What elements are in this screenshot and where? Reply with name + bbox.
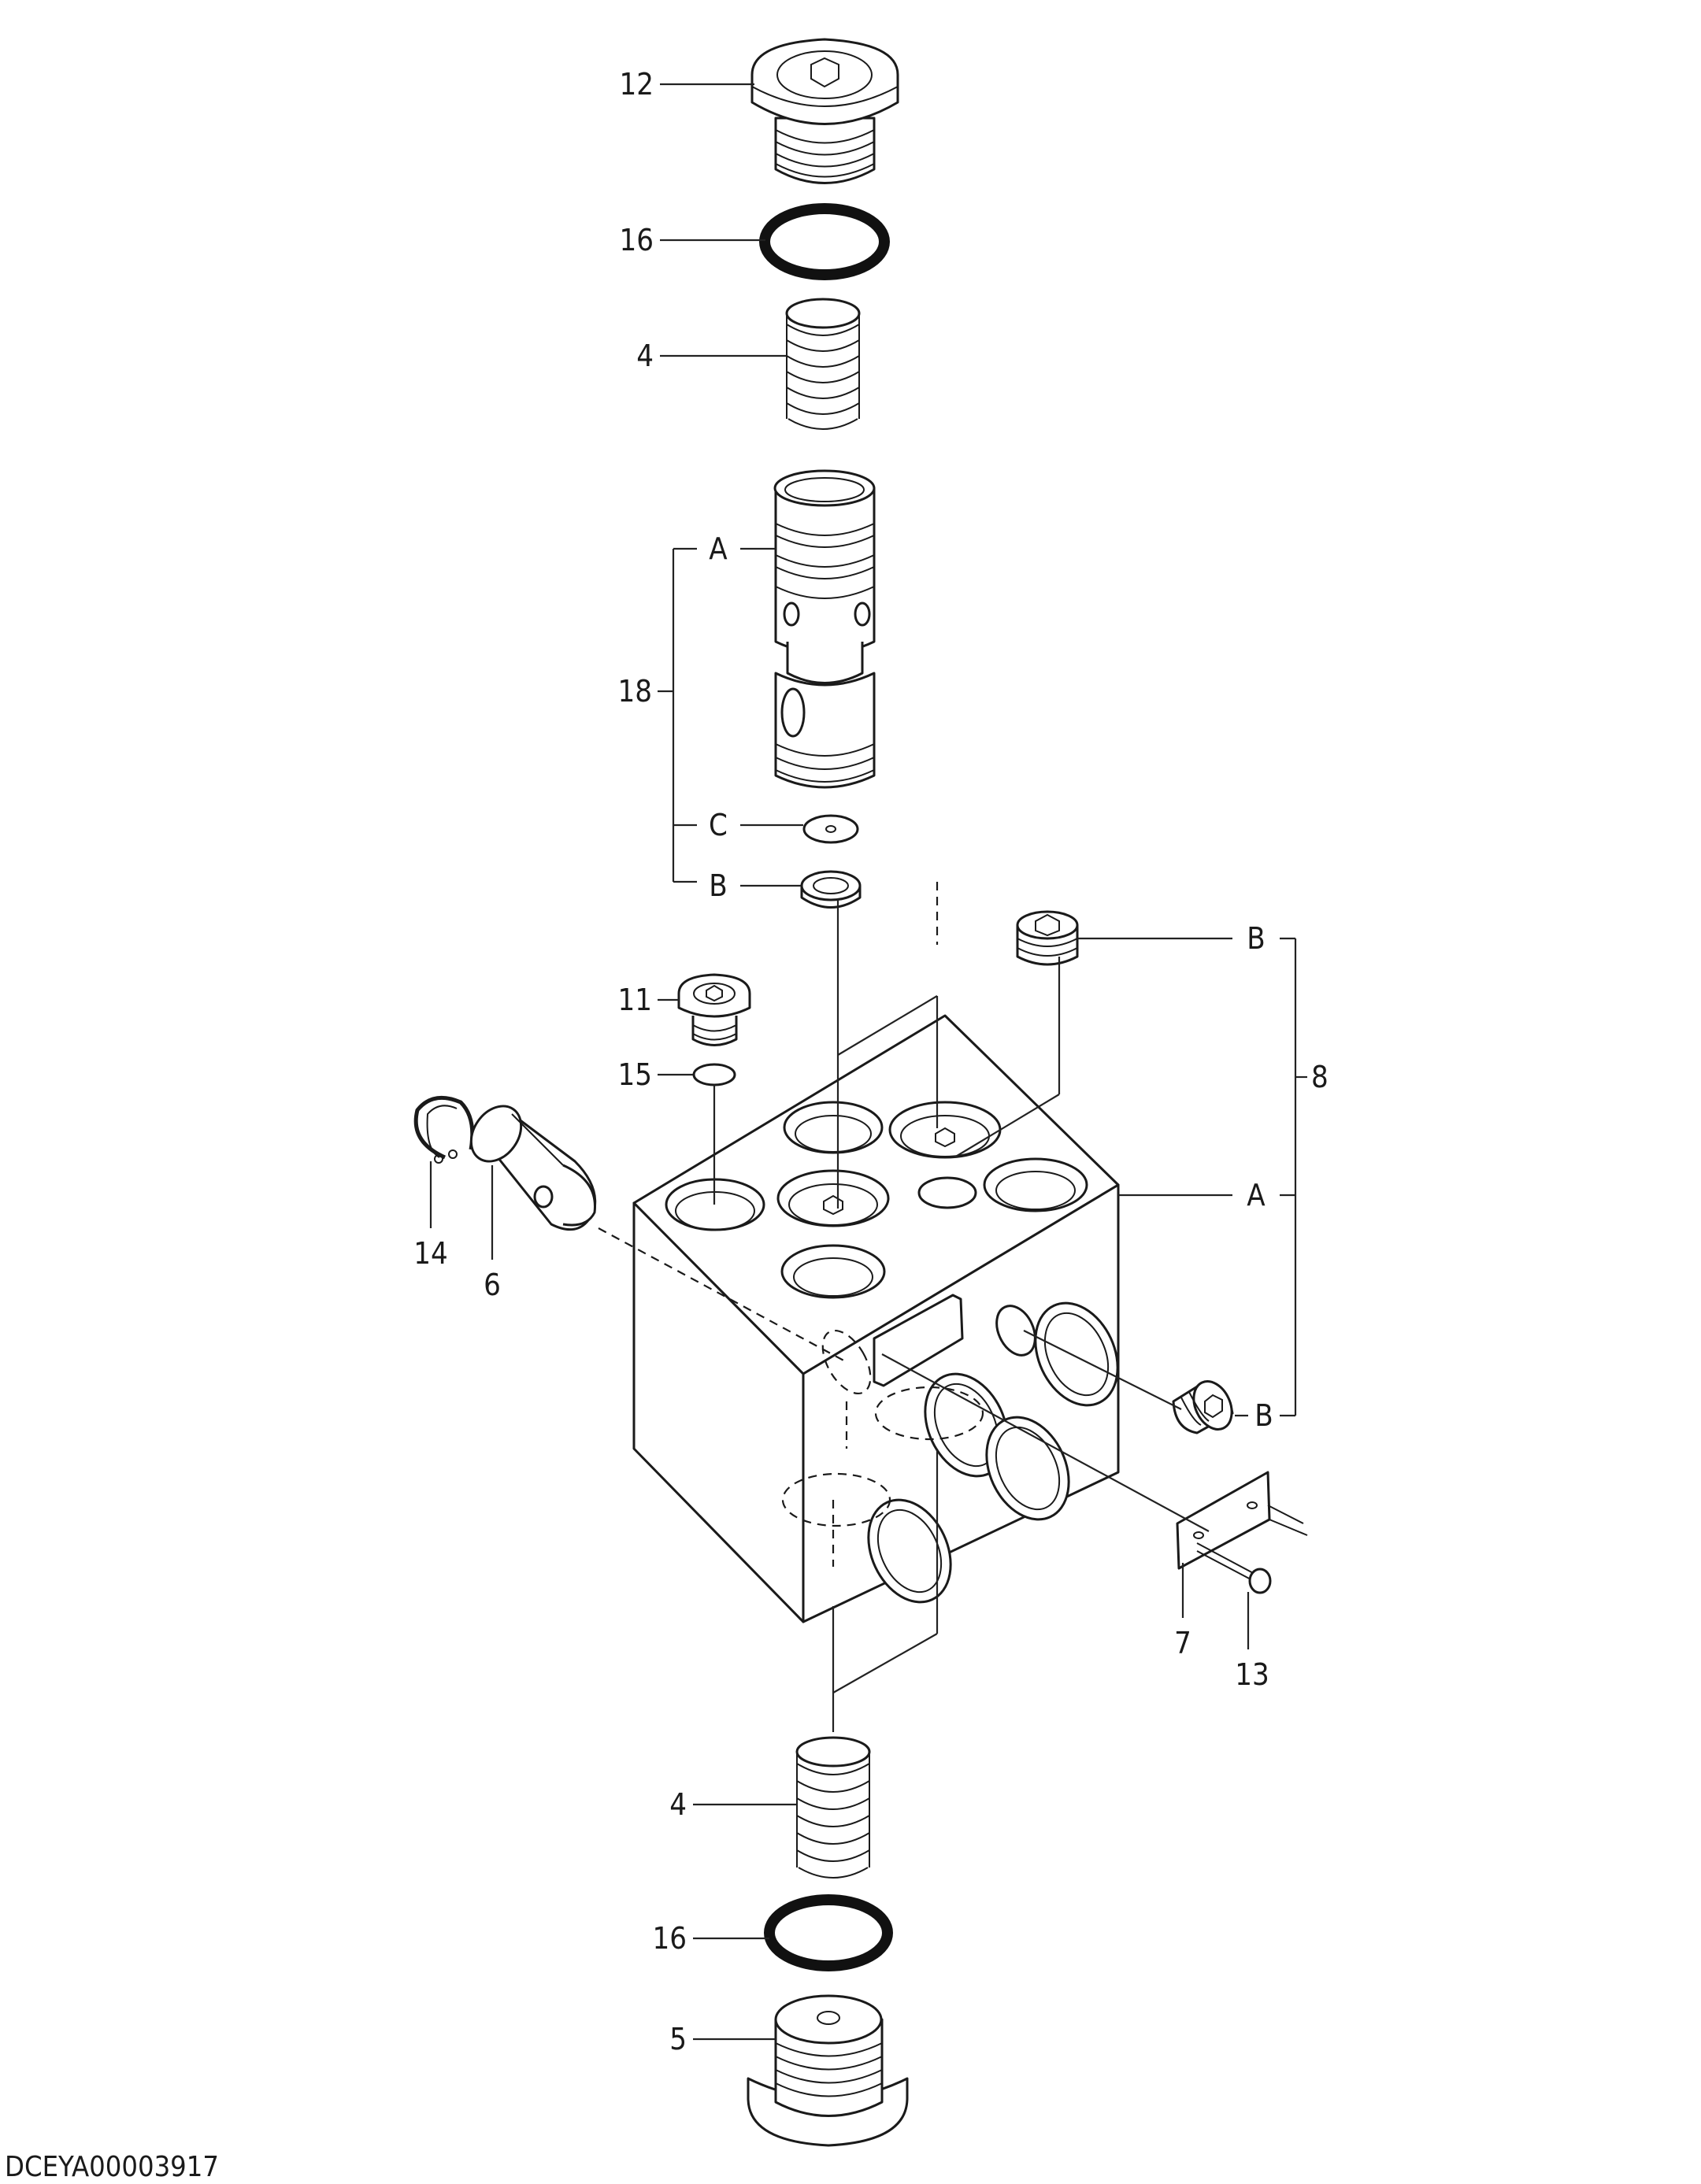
callout-18: 18: [618, 674, 653, 709]
callout-labels: 12 16 4 A 18 C B 11 15 14 6 B 8 A B 7 13…: [413, 67, 1329, 2056]
part-15-oring: [692, 1063, 736, 1086]
part-5-plug: [747, 1994, 909, 2147]
part-13-rivet: [1196, 1542, 1272, 1594]
callout-18-C: C: [709, 808, 728, 842]
part-8-B-screw-bottom: [1172, 1380, 1234, 1434]
part-11-plug: [677, 973, 751, 1046]
part-7-name-plate: [1176, 1471, 1308, 1570]
callout-11: 11: [618, 983, 653, 1017]
part-16-oring-top: [759, 203, 890, 280]
drawing-code: DCEYA00003917: [5, 2151, 219, 2183]
callout-18-A: A: [709, 531, 728, 566]
part-8-B-screw-top: [1016, 910, 1079, 966]
valve-block: [598, 882, 1120, 1623]
callout-leaders: [429, 83, 1307, 2041]
callout-4-bottom: 4: [669, 1787, 687, 1822]
part-4-spring-top: [785, 298, 861, 430]
part-12-plug: [750, 38, 899, 184]
part-4-spring-bottom: [795, 1736, 871, 1879]
callout-6: 6: [484, 1268, 501, 1302]
callout-16-top: 16: [620, 223, 654, 257]
part-18-C-washer: [802, 814, 859, 844]
assembly-lines: [713, 899, 1210, 1732]
callout-15: 15: [618, 1057, 653, 1092]
callout-13: 13: [1235, 1657, 1269, 1692]
part-18-A-spool: [773, 469, 876, 789]
callout-8-B-top: B: [1247, 921, 1265, 956]
part-6-piston: [469, 1105, 597, 1231]
callout-5: 5: [669, 2022, 687, 2056]
callout-12: 12: [620, 67, 654, 102]
part-18-B-seat: [800, 870, 862, 909]
callout-14: 14: [413, 1236, 448, 1271]
part-14-snap-ring: [413, 1095, 475, 1164]
callout-4-top: 4: [636, 339, 654, 373]
callout-7: 7: [1174, 1626, 1191, 1660]
part-16-oring-bottom: [764, 1894, 893, 1971]
callout-8-B-bottom: B: [1254, 1398, 1273, 1433]
callout-8: 8: [1311, 1060, 1329, 1094]
callout-8-A: A: [1247, 1178, 1266, 1212]
callout-18-B: B: [709, 868, 727, 903]
callout-16-bottom: 16: [653, 1921, 687, 1956]
